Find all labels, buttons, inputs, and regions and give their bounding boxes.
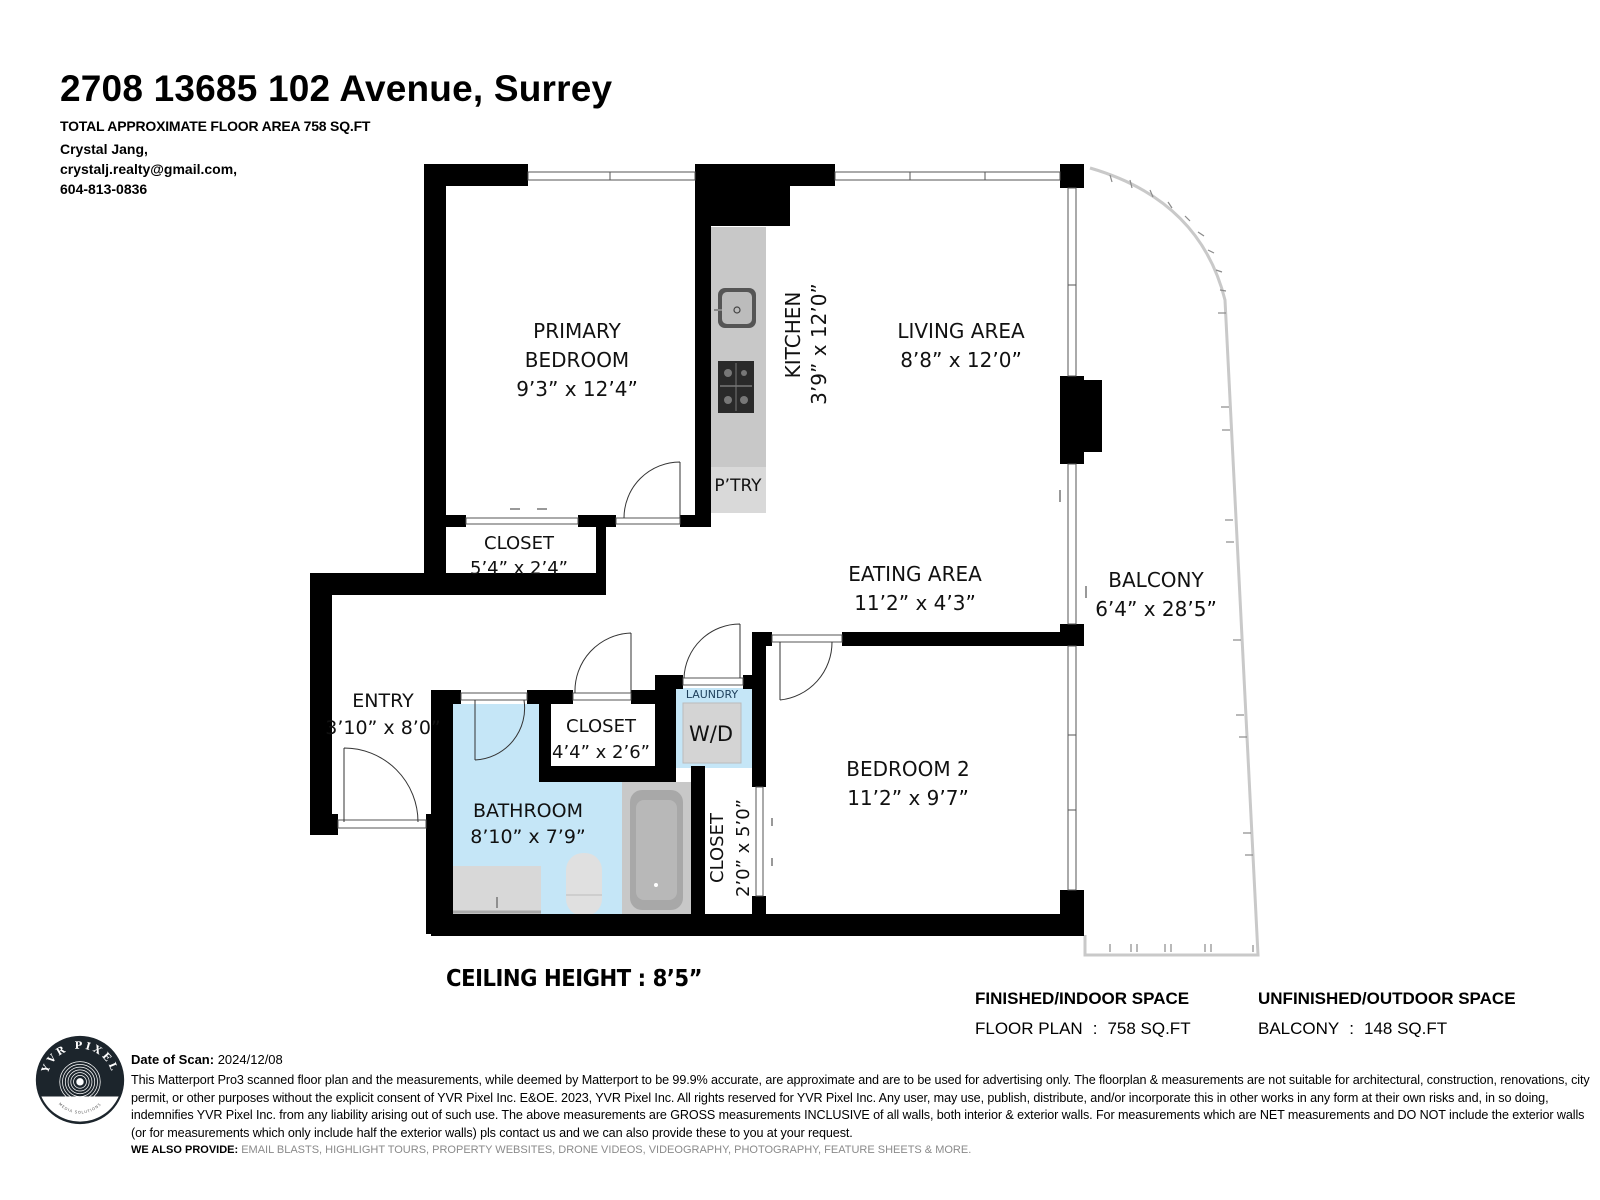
services-line: WE ALSO PROVIDE: EMAIL BLASTS, HIGHLIGHT… <box>131 1144 971 1156</box>
door-laundry <box>683 623 741 679</box>
room-living-area: LIVING AREA 8’8” x 12’0” <box>897 319 1025 372</box>
window-mullions <box>609 172 1076 811</box>
svg-text:5’4” x 2’4”: 5’4” x 2’4” <box>470 558 568 579</box>
svg-text:KITCHEN: KITCHEN <box>781 292 805 379</box>
door-bedroom-2 <box>779 641 833 701</box>
svg-text:EATING AREA: EATING AREA <box>848 562 982 586</box>
svg-text:ENTRY: ENTRY <box>352 690 414 712</box>
floor-plan: PRIMARY BEDROOM 9’3” x 12’4” KITCHEN 3’9… <box>310 164 1260 957</box>
room-bathroom: BATHROOM 8’10” x 7’9” <box>470 800 586 848</box>
svg-text:11’2” x 9’7”: 11’2” x 9’7” <box>847 786 969 810</box>
room-closet-bedroom2: CLOSET 2’0” x 5’0” <box>707 799 754 897</box>
services-label: WE ALSO PROVIDE: <box>131 1144 239 1156</box>
door-swings <box>343 461 833 823</box>
svg-text:LIVING AREA: LIVING AREA <box>897 319 1025 343</box>
room-eating-area: EATING AREA 11’2” x 4’3” <box>848 562 982 615</box>
svg-text:BEDROOM 2: BEDROOM 2 <box>846 757 969 781</box>
disclaimer-text: This Matterport Pro3 scanned floor plan … <box>131 1073 1590 1140</box>
agent-contact: Crystal Jang, crystalj.realty@gmail.com,… <box>60 139 237 199</box>
room-laundry: LAUNDRY W/D <box>686 688 739 746</box>
svg-text:6’4” x 28’5”: 6’4” x 28’5” <box>1095 597 1217 621</box>
indoor-space-heading: FINISHED/INDOOR SPACE <box>975 989 1190 1008</box>
agent-name: Crystal Jang, <box>60 141 148 157</box>
sink-icon <box>714 288 756 328</box>
room-bedroom-2: BEDROOM 2 11’2” x 9’7” <box>846 757 969 810</box>
total-floor-area: TOTAL APPROXIMATE FLOOR AREA 758 SQ.FT <box>60 118 371 134</box>
washer-dryer <box>682 702 742 764</box>
pantry-floor <box>711 467 766 513</box>
bathtub-icon <box>622 782 691 916</box>
room-closet-primary: CLOSET 5’4” x 2’4” <box>470 533 568 579</box>
walls <box>310 164 1102 936</box>
indoor-label: FLOOR PLAN <box>975 1019 1083 1038</box>
room-balcony: BALCONY 6’4” x 28’5” <box>1095 568 1217 621</box>
svg-text:W/D: W/D <box>689 722 733 746</box>
svg-text:CLOSET: CLOSET <box>484 533 555 554</box>
sliding-arrows <box>510 490 1087 866</box>
yvr-pixel-logo: YVR PIXEL MEDIA SOLUTIONS <box>35 1035 125 1125</box>
outdoor-balcony-area: BALCONY:148 SQ.FT <box>1258 1019 1447 1039</box>
scan-date: Date of Scan: 2024/12/08 <box>131 1052 283 1067</box>
outdoor-value: 148 SQ.FT <box>1363 1019 1448 1038</box>
indoor-floor-plan-area: FLOOR PLAN:758 SQ.FT <box>975 1019 1191 1039</box>
vanity <box>453 866 541 916</box>
agent-email: crystalj.realty@gmail.com, <box>60 161 238 177</box>
svg-text:BALCONY: BALCONY <box>1108 568 1204 592</box>
scan-date-label: Date of Scan: <box>131 1052 215 1067</box>
svg-text:9’3” x 12’4”: 9’3” x 12’4” <box>516 377 638 401</box>
door-closet-hall <box>574 632 632 694</box>
svg-text:11’2” x 4’3”: 11’2” x 4’3” <box>854 591 976 615</box>
agent-phone: 604-813-0836 <box>60 181 148 197</box>
svg-text:3’9” x 12’0”: 3’9” x 12’0” <box>807 283 831 405</box>
scan-date-value: 2024/12/08 <box>217 1052 283 1067</box>
ceiling-height: CEILING HEIGHT : 8’5” <box>446 966 703 992</box>
indoor-separator: : <box>1092 1019 1098 1038</box>
svg-text:LAUNDRY: LAUNDRY <box>686 688 739 701</box>
svg-text:3’10” x 8’0”: 3’10” x 8’0” <box>325 717 441 739</box>
svg-text:8’8” x 12’0”: 8’8” x 12’0” <box>900 348 1022 372</box>
svg-text:CLOSET: CLOSET <box>566 716 637 737</box>
outdoor-space-heading: UNFINISHED/OUTDOOR SPACE <box>1258 989 1516 1008</box>
kitchen-counter <box>711 227 766 467</box>
indoor-value: 758 SQ.FT <box>1107 1019 1191 1038</box>
balcony-railing-ticks <box>1109 174 1254 952</box>
svg-text:2’0” x 5’0”: 2’0” x 5’0” <box>733 799 754 897</box>
door-entry <box>343 747 419 823</box>
door-bathroom <box>474 699 526 761</box>
property-address: 2708 13685 102 Avenue, Surrey <box>60 68 613 109</box>
room-kitchen: KITCHEN 3’9” x 12’0” <box>781 283 831 405</box>
outdoor-label: BALCONY <box>1258 1019 1340 1038</box>
cooktop-icon <box>718 361 754 413</box>
room-primary-bedroom: PRIMARY BEDROOM 9’3” x 12’4” <box>516 319 638 401</box>
svg-text:4’4” x 2’6”: 4’4” x 2’6” <box>552 742 650 763</box>
toilet-icon <box>566 853 602 916</box>
room-pantry: P’TRY <box>714 476 762 496</box>
room-closet-hall: CLOSET 4’4” x 2’6” <box>552 716 650 763</box>
balcony-railing <box>1083 166 1260 957</box>
svg-text:CLOSET: CLOSET <box>707 812 728 883</box>
room-entry: ENTRY 3’10” x 8’0” <box>325 690 441 739</box>
svg-text:8’10” x 7’9”: 8’10” x 7’9” <box>470 826 586 848</box>
windows <box>337 171 1077 897</box>
door-primary-bedroom <box>623 461 681 519</box>
svg-text:BATHROOM: BATHROOM <box>473 800 583 822</box>
outdoor-separator: : <box>1349 1019 1354 1038</box>
services-list: EMAIL BLASTS, HIGHLIGHT TOURS, PROPERTY … <box>241 1144 972 1156</box>
svg-text:PRIMARY: PRIMARY <box>533 319 621 343</box>
svg-text:BEDROOM: BEDROOM <box>525 348 629 372</box>
